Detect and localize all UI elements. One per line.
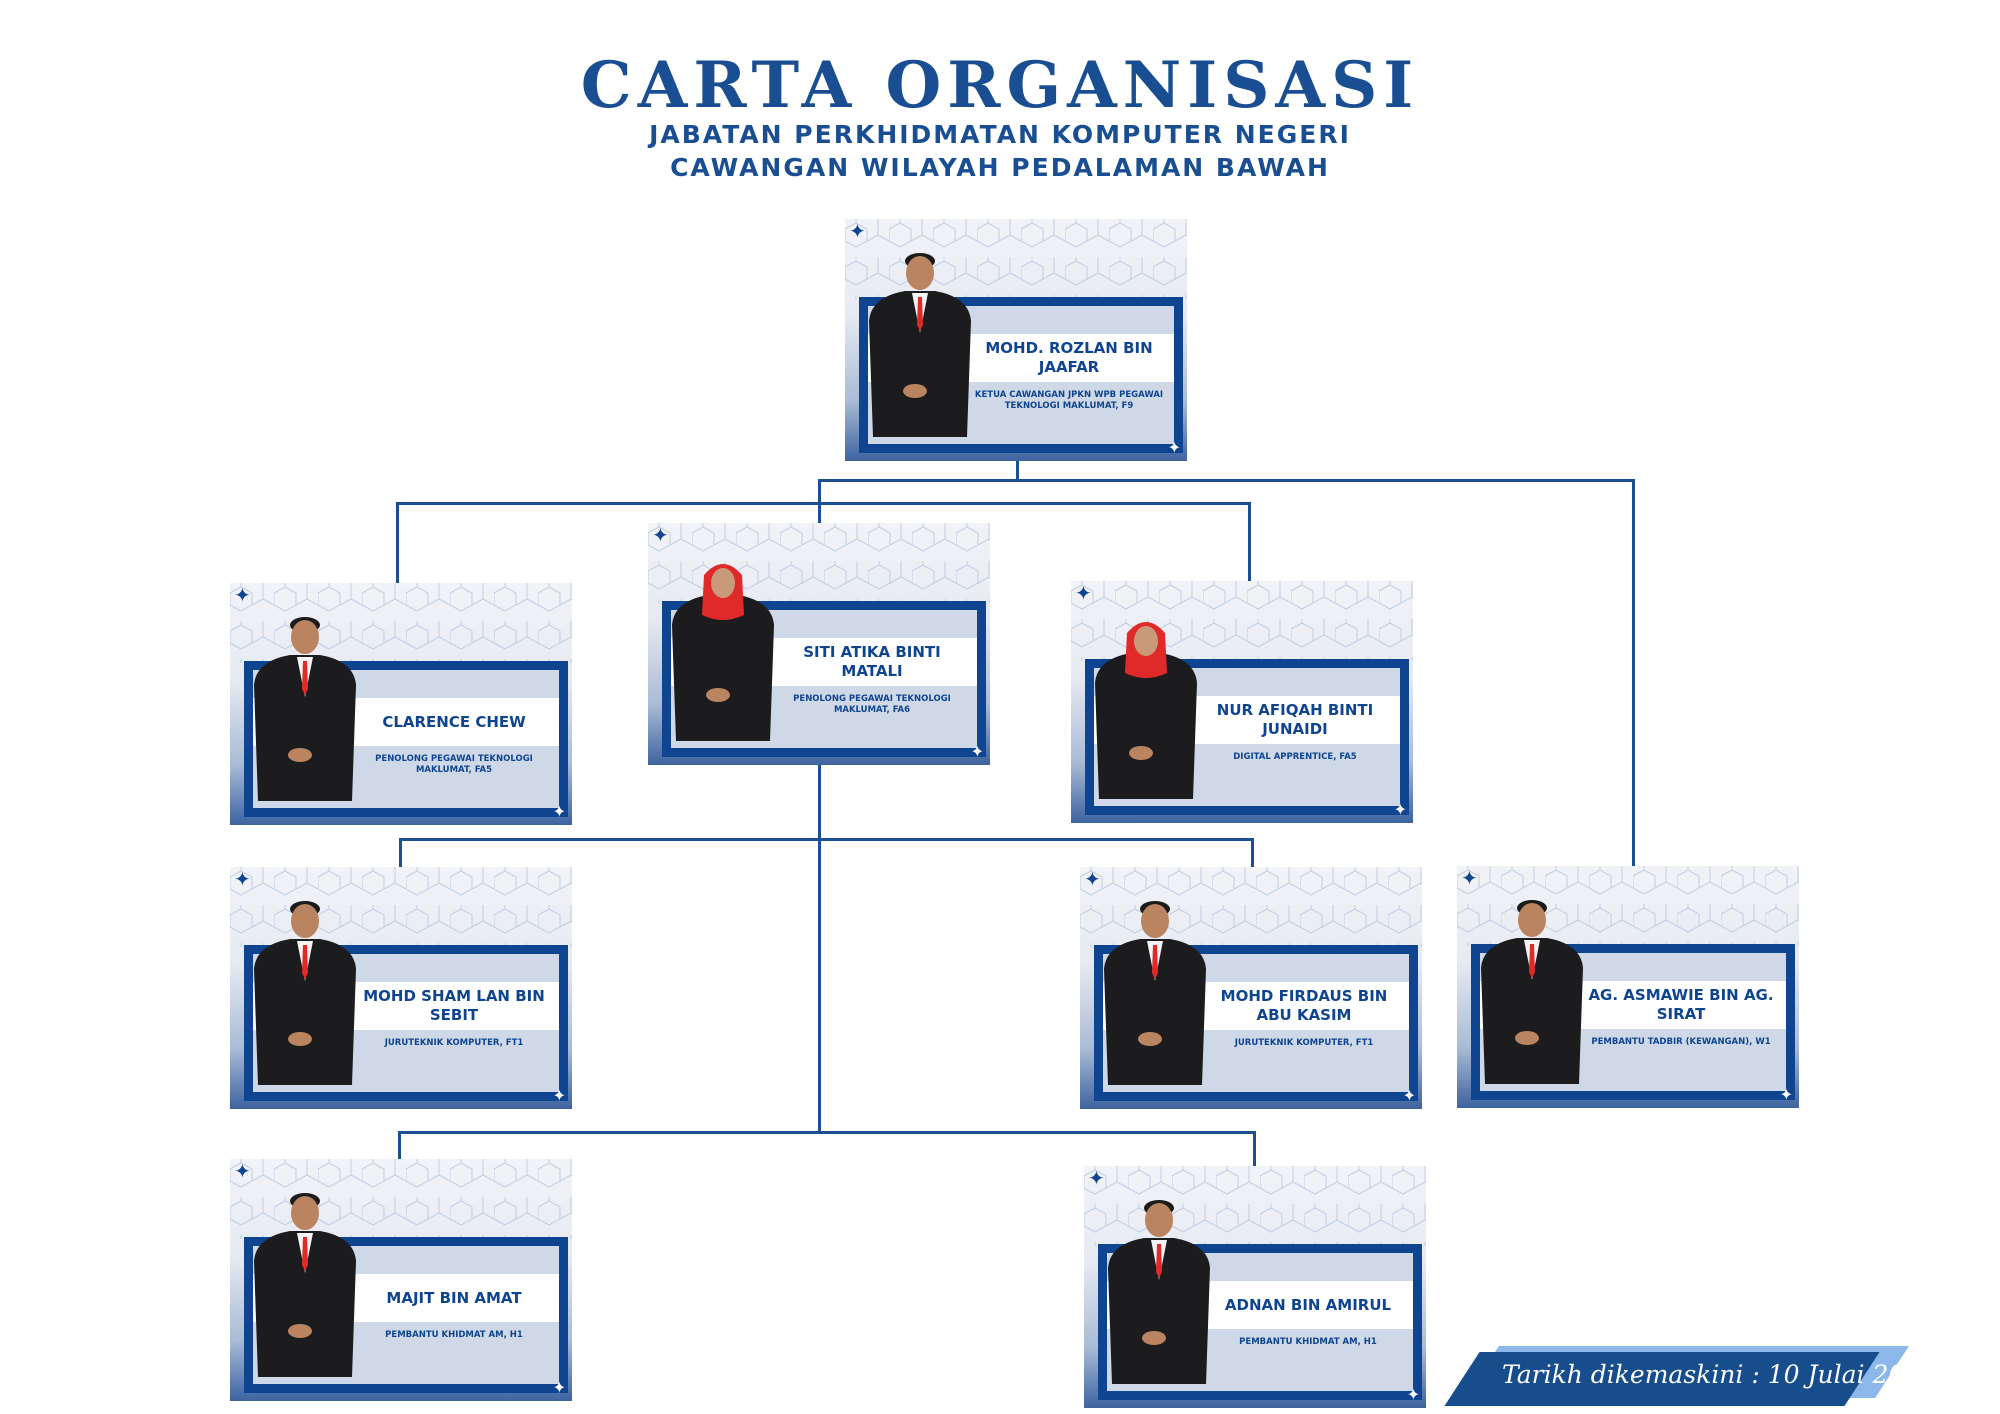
connector-line — [396, 502, 399, 583]
portrait-photo — [1104, 901, 1206, 1085]
geometric-pattern — [1457, 866, 1799, 946]
member-role: DIGITAL APPRENTICE, FA5 — [1233, 752, 1357, 762]
sparkle-icon: ✦ — [234, 1159, 251, 1183]
member-role: PENOLONG PEGAWAI TEKNOLOGI MAKLUMAT, FA5 — [375, 754, 533, 775]
member-card: MOHD FIRDAUS BIN ABU KASIM JURUTEKNIK KOM… — [1080, 867, 1422, 1109]
member-role: KETUA CAWANGAN JPKN WPB PEGAWAI TEKNOLOG… — [974, 390, 1164, 411]
member-name: MOHD SHAM LAN BIN SEBIT — [363, 987, 545, 1024]
portrait-photo — [869, 253, 971, 437]
portrait-photo — [1095, 622, 1197, 799]
sparkle-icon: ✦ — [1088, 1166, 1105, 1190]
sparkle-icon: ✦ — [970, 742, 984, 761]
portrait-photo — [254, 617, 356, 801]
geometric-pattern — [845, 219, 1187, 299]
member-card: MOHD. ROZLAN BIN JAAFAR KETUA CAWANGAN JP… — [845, 219, 1187, 461]
chart-title: CARTA ORGANISASI — [580, 48, 1420, 123]
member-name: CLARENCE CHEW — [382, 712, 526, 731]
connector-line — [399, 838, 402, 867]
geometric-pattern — [1080, 867, 1422, 947]
subtitle-department: JABATAN PERKHIDMATAN KOMPUTER NEGERI — [649, 120, 1351, 149]
connector-line — [1253, 1131, 1256, 1166]
connector-line — [818, 479, 1635, 482]
sparkle-icon: ✦ — [1779, 1085, 1793, 1104]
member-card: ADNAN BIN AMIRUL PEMBANTU KHIDMAT AM, H1 ✦… — [1084, 1166, 1426, 1408]
member-card: MAJIT BIN AMAT PEMBANTU KHIDMAT AM, H1 ✦ ✦ — [230, 1159, 572, 1401]
connector-line — [399, 838, 1253, 841]
sparkle-icon: ✦ — [552, 802, 566, 821]
member-role: PEMBANTU KHIDMAT AM, H1 — [385, 1330, 523, 1340]
connector-line — [398, 1131, 401, 1159]
portrait-photo — [254, 1193, 356, 1377]
member-role: JURUTEKNIK KOMPUTER, FT1 — [1234, 1038, 1374, 1048]
sparkle-icon: ✦ — [1402, 1086, 1416, 1105]
member-name: SITI ATIKA BINTI MATALI — [803, 643, 941, 680]
sparkle-icon: ✦ — [234, 583, 251, 607]
subtitle-branch: CAWANGAN WILAYAH PEDALAMAN BAWAH — [670, 153, 1330, 182]
sparkle-icon: ✦ — [1075, 581, 1092, 605]
connector-line — [1632, 479, 1635, 867]
sparkle-icon: ✦ — [234, 867, 251, 891]
member-role: PEMBANTU KHIDMAT AM, H1 — [1239, 1337, 1377, 1347]
portrait-photo — [1108, 1200, 1210, 1384]
connector-line — [818, 479, 821, 523]
connector-line — [398, 1131, 1256, 1134]
portrait-photo — [672, 564, 774, 741]
geometric-pattern — [230, 583, 572, 663]
member-card: AG. ASMAWIE BIN AG. SIRAT PEMBANTU TADBIR… — [1457, 866, 1799, 1108]
member-name: AG. ASMAWIE BIN AG. SIRAT — [1588, 986, 1774, 1023]
member-name: MAJIT BIN AMAT — [386, 1288, 522, 1307]
connector-line — [818, 764, 821, 1134]
updated-date-text: Tarikh dikemaskini : 10 Julai 2025 — [1502, 1360, 1937, 1389]
connector-line — [396, 502, 1251, 505]
member-card: SITI ATIKA BINTI MATALI PENOLONG PEGAWAI … — [648, 523, 990, 765]
portrait-photo — [1481, 900, 1583, 1084]
geometric-pattern — [1084, 1166, 1426, 1246]
member-role: PEMBANTU TADBIR (KEWANGAN), W1 — [1591, 1037, 1771, 1047]
connector-line — [1251, 838, 1254, 867]
updated-date-banner: Tarikh dikemaskini : 10 Julai 2025 — [1444, 1346, 1936, 1406]
connector-line — [1248, 502, 1251, 581]
sparkle-icon: ✦ — [1393, 800, 1407, 819]
member-role: PENOLONG PEGAWAI TEKNOLOGI MAKLUMAT, FA6 — [793, 694, 951, 715]
member-name: MOHD FIRDAUS BIN ABU KASIM — [1220, 987, 1388, 1024]
sparkle-icon: ✦ — [849, 219, 866, 243]
member-role: JURUTEKNIK KOMPUTER, FT1 — [384, 1038, 524, 1048]
connector-line — [1016, 461, 1019, 481]
sparkle-icon: ✦ — [552, 1378, 566, 1397]
sparkle-icon: ✦ — [552, 1086, 566, 1105]
member-name: NUR AFIQAH BINTI JUNAIDI — [1216, 701, 1374, 738]
sparkle-icon: ✦ — [1461, 866, 1478, 890]
member-card: NUR AFIQAH BINTI JUNAIDI DIGITAL APPRENTI… — [1071, 581, 1413, 823]
member-name: ADNAN BIN AMIRUL — [1224, 1295, 1392, 1314]
sparkle-icon: ✦ — [1084, 867, 1101, 891]
geometric-pattern — [230, 867, 572, 947]
sparkle-icon: ✦ — [1167, 438, 1181, 457]
portrait-photo — [254, 901, 356, 1085]
member-name: MOHD. ROZLAN BIN JAAFAR — [985, 339, 1153, 376]
sparkle-icon: ✦ — [652, 523, 669, 547]
geometric-pattern — [230, 1159, 572, 1239]
member-card: MOHD SHAM LAN BIN SEBIT JURUTEKNIK KOMPUT… — [230, 867, 572, 1109]
member-card: CLARENCE CHEW PENOLONG PEGAWAI TEKNOLOGI … — [230, 583, 572, 825]
sparkle-icon: ✦ — [1406, 1385, 1420, 1404]
